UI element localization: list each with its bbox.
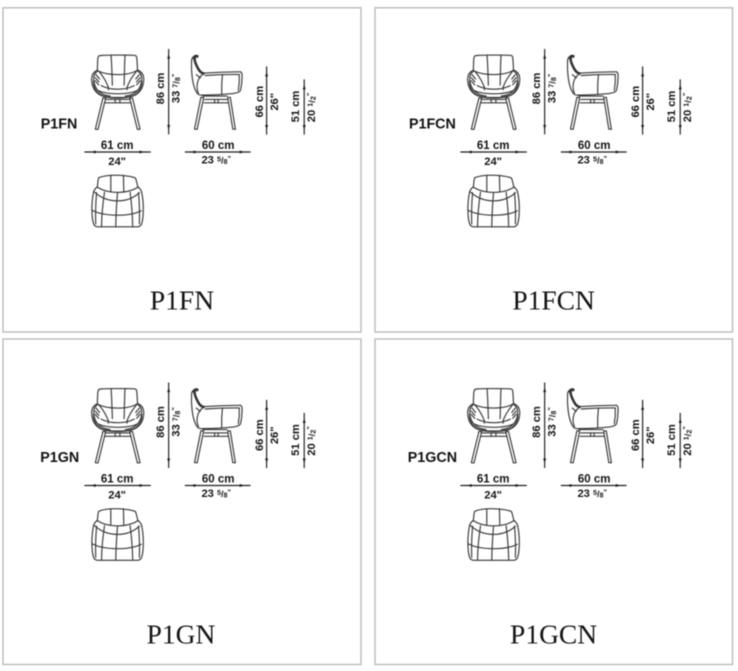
svg-text:P1FN: P1FN: [41, 116, 78, 132]
svg-text:P1FCN: P1FCN: [409, 116, 456, 132]
svg-text:P1FN: P1FN: [150, 284, 214, 315]
svg-text:P1FCN: P1FCN: [512, 284, 595, 315]
svg-text:P1GCN: P1GCN: [510, 619, 597, 650]
svg-text:P1GCN: P1GCN: [408, 450, 457, 466]
svg-text:P1GN: P1GN: [40, 450, 79, 466]
svg-text:P1GN: P1GN: [147, 619, 216, 650]
